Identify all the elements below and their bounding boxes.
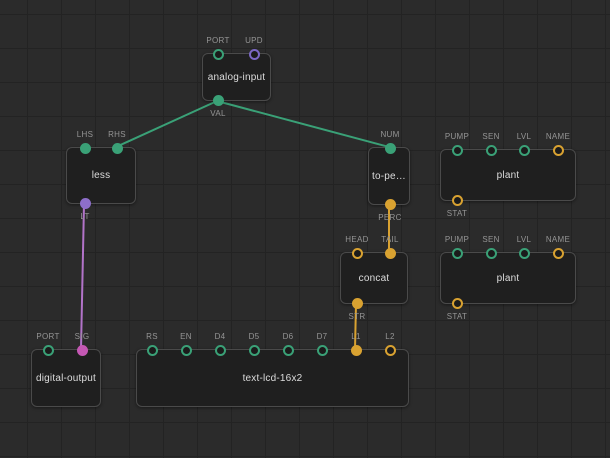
node-plant-1[interactable]: plant PUMP SEN LVL NAME STAT [440,132,576,218]
port-port[interactable] [42,344,54,356]
port-d7[interactable] [316,344,328,356]
port-label: LT [80,212,90,221]
port-label: LVL [516,132,532,141]
node-title: plant [496,169,520,181]
node-title: text-lcd-16x2 [242,372,303,384]
port-name[interactable] [552,144,564,156]
node-title: less [91,170,111,181]
port-upd[interactable] [248,48,260,60]
port-label: D6 [282,332,294,341]
node-text-lcd-16x2[interactable]: text-lcd-16x2 RS EN D4 D5 D6 D7 L1 L2 [136,332,409,407]
node-plant-2[interactable]: plant PUMP SEN LVL NAME STAT [440,235,576,321]
port-label: TAIL [381,235,399,244]
port-label: STAT [446,312,468,321]
port-label: PORT [206,36,230,45]
port-label: D7 [316,332,328,341]
port-stat[interactable] [451,297,463,309]
port-l1[interactable] [350,344,362,356]
port-label: VAL [210,109,226,118]
port-label: SIG [74,332,90,341]
port-head[interactable] [351,247,363,259]
port-pump[interactable] [451,247,463,259]
port-label: PUMP [444,132,470,141]
node-digital-output[interactable]: digital-output PORT SIG [31,332,101,407]
link[interactable] [115,100,218,148]
port-label: SEN [482,132,500,141]
port-label: LHS [76,130,94,139]
port-pump[interactable] [451,144,463,156]
port-lhs[interactable] [79,142,91,154]
port-lt[interactable] [79,197,91,209]
node-less[interactable]: less LHS RHS LT [66,130,136,221]
port-perc[interactable] [384,198,396,210]
port-str[interactable] [351,297,363,309]
port-label: D4 [214,332,226,341]
port-rhs[interactable] [111,142,123,154]
port-label: LVL [516,235,532,244]
port-d6[interactable] [282,344,294,356]
port-l2[interactable] [384,344,396,356]
node-to-percent[interactable]: to-pe… NUM PERC [368,130,410,222]
port-en[interactable] [180,344,192,356]
port-rs[interactable] [146,344,158,356]
port-num[interactable] [384,142,396,154]
link[interactable] [354,303,357,350]
node-concat[interactable]: concat HEAD TAIL STR [340,235,408,321]
port-label: PUMP [444,235,470,244]
port-tail[interactable] [384,247,396,259]
port-label: L2 [385,332,395,341]
port-label: STAT [446,209,468,218]
port-label: UPD [245,36,263,45]
port-label: HEAD [345,235,369,244]
port-label: NAME [545,235,571,244]
node-title: plant [496,272,520,284]
port-stat[interactable] [451,194,463,206]
port-d4[interactable] [214,344,226,356]
port-label: L1 [351,332,361,341]
port-d5[interactable] [248,344,260,356]
port-label: PORT [36,332,60,341]
port-label: NAME [545,132,571,141]
port-sen[interactable] [485,247,497,259]
node-title: digital-output [35,372,97,384]
port-val[interactable] [212,94,224,106]
port-lvl[interactable] [518,144,530,156]
port-sen[interactable] [485,144,497,156]
port-label: SEN [482,235,500,244]
port-label: EN [180,332,192,341]
port-name[interactable] [552,247,564,259]
link[interactable] [216,100,390,148]
port-label: NUM [380,130,400,139]
node-title: to-pe… [372,170,406,182]
link[interactable] [80,203,85,350]
port-label: STR [348,312,366,321]
port-label: RHS [108,130,126,139]
node-title: analog-input [207,71,266,83]
node-analog-input[interactable]: analog-input PORT UPD VAL [202,36,271,118]
port-lvl[interactable] [518,247,530,259]
port-label: PERC [378,213,402,222]
port-port[interactable] [212,48,224,60]
port-label: D5 [248,332,260,341]
node-title: concat [358,272,390,284]
port-sig[interactable] [76,344,88,356]
port-label: RS [146,332,158,341]
